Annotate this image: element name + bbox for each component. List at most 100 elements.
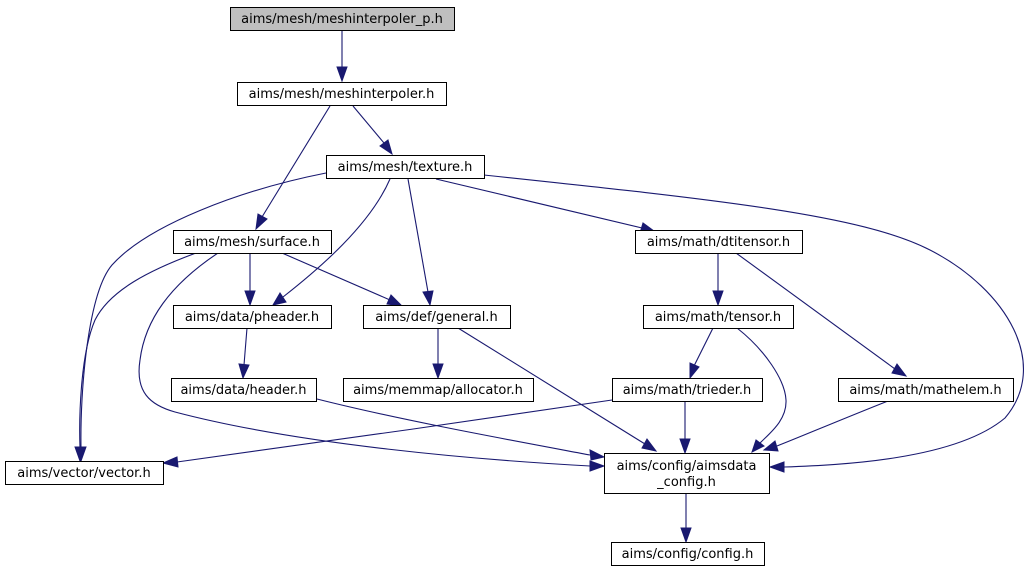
edge-mathelem-to-aimsdata_config xyxy=(762,400,889,452)
edge-arrowhead xyxy=(712,290,724,307)
edge-arrowhead xyxy=(589,460,606,472)
edge-meshinterpoler-to-surface xyxy=(255,105,331,231)
node-label: aims/mesh/texture.h xyxy=(338,160,473,175)
node-box xyxy=(237,82,447,106)
edge-line xyxy=(693,327,714,367)
edge-arrowhead xyxy=(386,294,404,307)
edge-arrowhead xyxy=(641,438,658,452)
node-meshinterpoler[interactable]: aims/mesh/meshinterpoler.h xyxy=(237,82,447,106)
edge-line xyxy=(407,178,429,293)
node-box xyxy=(612,378,763,402)
edge-line xyxy=(483,174,1024,468)
edge-arrowhead xyxy=(689,362,700,380)
node-label: aims/mesh/surface.h xyxy=(184,235,320,250)
edge-meshinterpoler-to-texture xyxy=(352,105,393,156)
node-label: aims/math/trieder.h xyxy=(623,383,752,398)
node-dtitensor[interactable]: aims/math/dtitensor.h xyxy=(635,230,803,254)
edge-line xyxy=(243,327,248,366)
node-box xyxy=(173,305,332,329)
edge-line xyxy=(261,105,331,218)
edge-surface-to-general xyxy=(281,252,404,307)
edge-arrowhead xyxy=(432,363,444,380)
node-box xyxy=(173,230,332,254)
node-label: aims/def/general.h xyxy=(375,310,497,325)
edge-line xyxy=(776,400,889,447)
edge-arrowhead xyxy=(768,461,785,473)
node-mathelem[interactable]: aims/math/mathelem.h xyxy=(838,378,1014,402)
node-box xyxy=(230,7,455,31)
edge-arrowhead xyxy=(238,363,250,380)
node-box xyxy=(611,542,765,566)
node-box xyxy=(5,461,164,485)
edge-arrowhead xyxy=(379,139,393,156)
edge-pheader-to-header xyxy=(238,327,250,380)
edge-general-to-aimsdata_config xyxy=(457,327,658,452)
edge-tensor-to-aimsdata_config xyxy=(736,327,787,453)
node-label: aims/data/pheader.h xyxy=(185,310,319,325)
node-box xyxy=(171,378,317,402)
edge-arrowhead xyxy=(255,213,268,231)
node-label: aims/config/aimsdata xyxy=(617,459,757,474)
edge-arrowhead xyxy=(422,290,434,307)
node-box xyxy=(343,378,534,402)
edge-arrowhead xyxy=(589,449,606,461)
node-surface[interactable]: aims/mesh/surface.h xyxy=(173,230,332,254)
node-label: aims/mesh/meshinterpoler_p.h xyxy=(241,12,443,27)
node-box xyxy=(326,155,485,179)
node-box xyxy=(635,230,803,254)
edge-arrowhead xyxy=(891,363,908,377)
edge-line xyxy=(282,178,391,298)
edge-surface-to-aimsdata_config xyxy=(138,252,606,472)
node-vector[interactable]: aims/vector/vector.h xyxy=(5,461,164,485)
node-box xyxy=(604,453,770,494)
edge-arrowhead xyxy=(244,290,256,307)
node-trieder[interactable]: aims/math/trieder.h xyxy=(612,378,763,402)
edge-arrowhead xyxy=(679,438,691,455)
edge-dtitensor-to-tensor xyxy=(712,253,724,307)
node-label: aims/math/mathelem.h xyxy=(849,383,1001,398)
node-label: aims/math/dtitensor.h xyxy=(647,235,790,250)
edge-surface-to-vector xyxy=(74,252,197,463)
node-box xyxy=(363,305,511,329)
node-label: aims/config/config.h xyxy=(622,547,754,562)
node-label: aims/vector/vector.h xyxy=(17,466,150,481)
node-pheader[interactable]: aims/data/pheader.h xyxy=(173,305,332,329)
edge-arrowhead xyxy=(762,440,779,452)
node-box xyxy=(643,305,794,329)
edge-arrowhead xyxy=(751,439,765,453)
edge-arrowhead xyxy=(680,527,692,544)
edge-line xyxy=(176,399,613,463)
node-header[interactable]: aims/data/header.h xyxy=(171,378,317,402)
edge-texture-to-general xyxy=(407,178,434,307)
edge-arrowhead xyxy=(161,456,179,468)
edge-trieder-to-vector xyxy=(161,399,613,468)
node-label: aims/data/header.h xyxy=(180,383,306,398)
node-allocator[interactable]: aims/memmap/allocator.h xyxy=(343,378,534,402)
edge-trieder-to-aimsdata_config xyxy=(679,401,691,455)
edge-line xyxy=(457,327,646,445)
edge-header-to-aimsdata_config xyxy=(316,398,606,461)
edge-arrowhead xyxy=(74,446,86,463)
node-label: aims/mesh/meshinterpoler.h xyxy=(249,87,435,102)
edge-dtitensor-to-mathelem xyxy=(735,252,908,377)
edge-line xyxy=(80,172,327,449)
edge-line xyxy=(79,252,197,449)
node-label: aims/math/tensor.h xyxy=(655,310,781,325)
node-config[interactable]: aims/config/config.h xyxy=(611,542,765,566)
node-tensor[interactable]: aims/math/tensor.h xyxy=(643,305,794,329)
node-aimsdata-config[interactable]: aims/config/aimsdata_config.h xyxy=(604,453,770,494)
node-meshinterpoler-p: aims/mesh/meshinterpoler_p.h xyxy=(230,7,455,31)
edge-aimsdata_config-to-config xyxy=(680,493,692,544)
edge-tensor-to-trieder xyxy=(689,327,714,380)
edge-arrowhead xyxy=(336,66,348,83)
node-general[interactable]: aims/def/general.h xyxy=(363,305,511,329)
edge-meshinterpoler_p-to-meshinterpoler xyxy=(336,30,348,83)
node-label-line2: _config.h xyxy=(656,475,716,490)
node-box xyxy=(838,378,1014,402)
node-texture[interactable]: aims/mesh/texture.h xyxy=(326,155,485,179)
edge-line xyxy=(352,105,385,144)
edge-arrowhead xyxy=(271,292,287,306)
edge-line xyxy=(138,252,591,467)
edge-line xyxy=(735,252,896,370)
edge-surface-to-pheader xyxy=(244,253,256,307)
